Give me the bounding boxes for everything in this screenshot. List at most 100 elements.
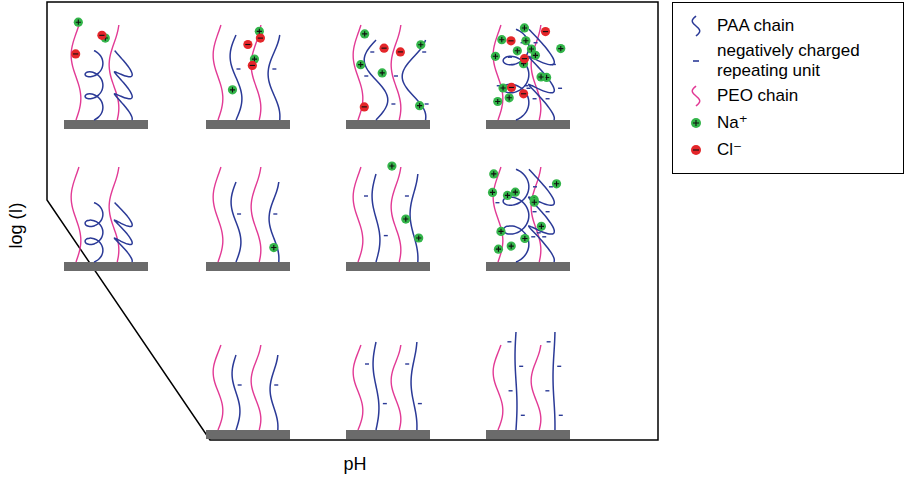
charge-sample xyxy=(693,60,699,62)
substrate xyxy=(206,430,290,439)
ion-dot xyxy=(496,227,505,236)
sodium-ion xyxy=(507,241,516,250)
ion-sign xyxy=(493,54,498,59)
ion-dot xyxy=(414,233,423,242)
ion-dot xyxy=(507,83,516,92)
charge-mark xyxy=(527,88,531,89)
charge-mark xyxy=(364,75,368,76)
legend-text: PAA chain xyxy=(711,16,794,36)
charge-mark xyxy=(405,195,409,196)
ion-sign xyxy=(73,53,78,54)
ion-dot xyxy=(416,40,425,49)
charge-mark xyxy=(508,57,512,58)
paa-chain xyxy=(529,29,555,120)
substrate xyxy=(486,120,570,129)
charge-mark xyxy=(537,232,541,233)
sodium-ion xyxy=(530,198,539,207)
legend-text: PEO chain xyxy=(711,86,798,106)
legend-text: Na⁺ xyxy=(711,113,748,133)
sodium-ion xyxy=(505,93,514,102)
sodium-ion xyxy=(74,18,83,27)
paa-chain xyxy=(114,51,132,120)
charge-mark xyxy=(558,88,562,89)
ion-sign xyxy=(230,87,235,92)
charge-mark xyxy=(533,186,537,187)
peo-chain xyxy=(391,167,401,262)
ion-dot xyxy=(97,31,106,40)
ion-dot xyxy=(396,47,405,56)
ion-dot xyxy=(415,101,424,110)
ion-sign xyxy=(508,40,513,41)
sodium-ion xyxy=(552,179,561,188)
sodium-ion xyxy=(520,23,529,32)
charge-mark xyxy=(383,403,387,404)
ion-dot xyxy=(360,29,369,38)
paa-chain xyxy=(503,169,529,262)
charge-mark xyxy=(495,202,499,203)
brush-panel xyxy=(486,332,570,439)
ion-dot xyxy=(537,222,546,231)
sodium-ion xyxy=(521,36,530,45)
brush-panel xyxy=(206,345,290,439)
brush-panel xyxy=(346,342,430,439)
charge-mark xyxy=(509,390,513,391)
peo-chain xyxy=(213,345,223,430)
paa-chain xyxy=(515,332,517,430)
sodium-ion xyxy=(537,222,546,231)
ion-sign xyxy=(509,243,514,248)
peo-chain xyxy=(531,345,541,430)
brush-panel xyxy=(206,25,290,129)
peo-chain xyxy=(493,167,503,262)
ion-sign xyxy=(496,247,501,252)
ion-dot xyxy=(494,245,503,254)
paa-chain xyxy=(402,40,426,120)
sodium-ion xyxy=(488,188,497,197)
peo-chain xyxy=(109,167,119,262)
ion-dot xyxy=(379,44,388,53)
chloride-ion xyxy=(519,89,528,98)
peo-sample xyxy=(692,86,699,106)
ion-swatch xyxy=(691,118,701,128)
ion-sign xyxy=(76,20,81,25)
legend-text: Cl⁻ xyxy=(711,140,742,160)
ion-sign xyxy=(380,70,385,75)
ion-dot xyxy=(493,97,502,106)
sodium-ion xyxy=(531,51,540,60)
charge-mark xyxy=(405,363,409,364)
peo-chain xyxy=(391,345,401,430)
substrate xyxy=(346,120,430,129)
sodium-ion xyxy=(378,68,387,77)
charge-mark xyxy=(559,415,563,416)
sodium-ion xyxy=(491,52,500,61)
charge-mark xyxy=(531,236,535,237)
charge-mark xyxy=(394,75,398,76)
paa-chain xyxy=(232,355,240,430)
ion-dot xyxy=(256,34,265,43)
ion-sign xyxy=(491,171,496,176)
chloride-ion xyxy=(507,83,516,92)
chloride-ion xyxy=(97,31,106,40)
ion-swatch xyxy=(691,145,701,155)
peo-chain xyxy=(251,167,261,262)
ion-dot xyxy=(503,191,512,200)
ion-dot xyxy=(498,83,507,92)
ion-sign xyxy=(250,65,255,66)
ion-dot xyxy=(243,40,252,49)
ion-sign xyxy=(539,224,544,229)
ion-sign xyxy=(693,149,699,150)
charge-mark xyxy=(533,211,537,212)
ion-sign xyxy=(538,74,543,79)
sodium-ion xyxy=(513,46,522,55)
peo-chain xyxy=(71,25,81,120)
ion-sign xyxy=(533,53,538,58)
sodium-ion xyxy=(415,101,424,110)
substrate xyxy=(64,120,148,129)
ion-dot xyxy=(506,36,515,45)
peo-chain xyxy=(213,167,223,262)
substrate xyxy=(346,430,430,439)
ion-sign xyxy=(507,95,512,100)
brush-panel xyxy=(64,167,148,271)
sodium-ion xyxy=(269,243,278,252)
ion-sign xyxy=(258,38,263,39)
ion-sign xyxy=(245,44,250,45)
